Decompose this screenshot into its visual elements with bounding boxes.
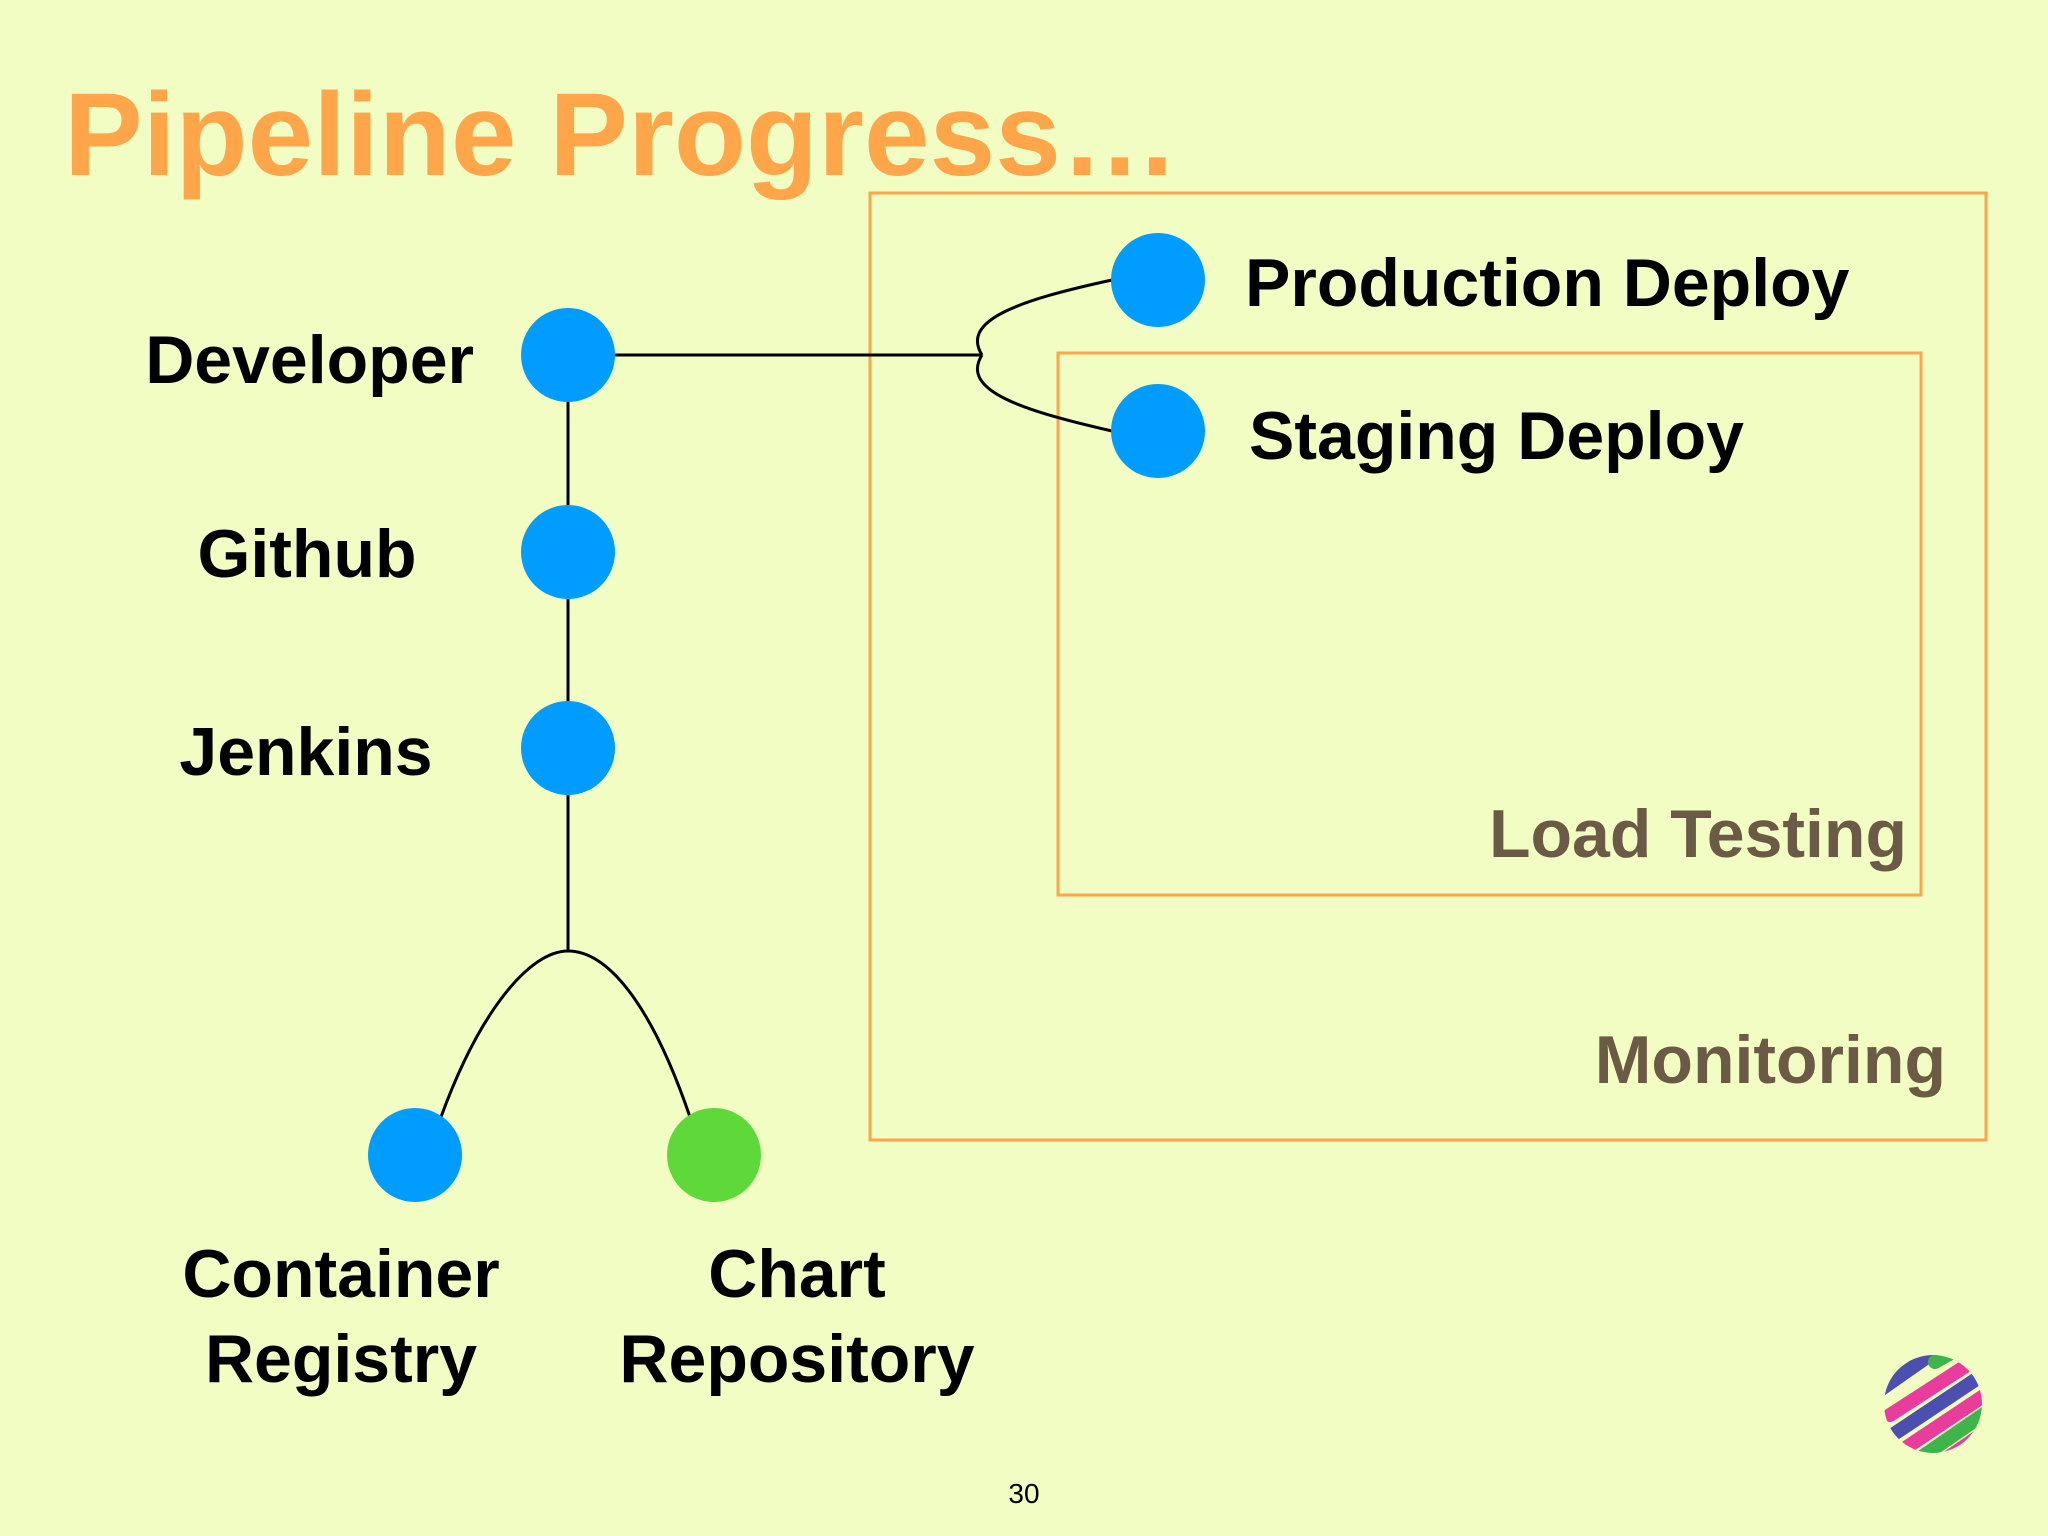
page-number: 30 — [1008, 1478, 1040, 1509]
jenkins-label: Jenkins — [179, 714, 433, 790]
developer-node — [521, 308, 615, 402]
page-title: Pipeline Progress… — [64, 69, 1179, 201]
container-registry-node — [368, 1108, 462, 1202]
logo-icon — [1884, 1355, 1982, 1453]
production-deploy-node — [1111, 233, 1205, 327]
connector-to-staging — [975, 354, 1113, 433]
github-label: Github — [197, 516, 417, 592]
load-testing-box — [1056, 351, 1923, 897]
chart-repository-label-line1: Chart — [708, 1236, 886, 1312]
chart-repository-label-line2: Repository — [619, 1321, 975, 1397]
monitoring-label: Monitoring — [1594, 1022, 1946, 1098]
staging-deploy-label: Staging Deploy — [1249, 398, 1744, 474]
monitoring-box — [868, 191, 1988, 1142]
container-registry-label-line2: Registry — [204, 1321, 478, 1397]
container-registry-label-line1: Container — [182, 1236, 500, 1312]
jenkins-node — [521, 701, 615, 795]
production-deploy-label: Production Deploy — [1245, 245, 1850, 321]
staging-deploy-node — [1111, 384, 1205, 478]
connector-to-production — [975, 278, 1113, 356]
load-testing-label: Load Testing — [1488, 796, 1907, 872]
developer-label: Developer — [145, 322, 474, 398]
chart-repository-node — [667, 1108, 761, 1202]
github-node — [521, 505, 615, 599]
connector-fork — [439, 949, 692, 1118]
